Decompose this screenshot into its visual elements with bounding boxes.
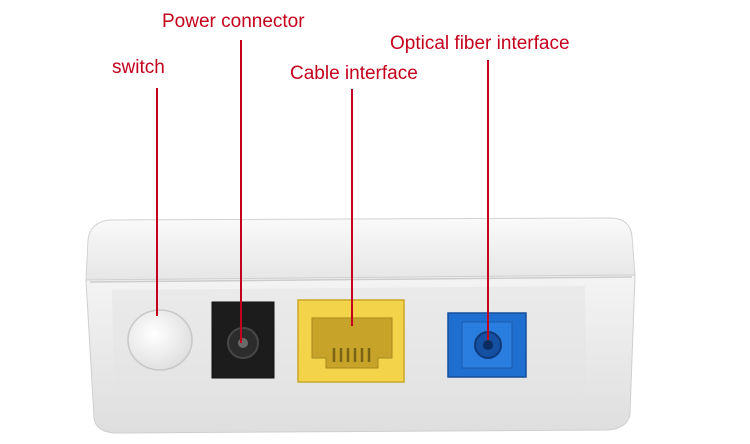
optical-fiber-port: [447, 312, 527, 378]
switch-button: [127, 309, 193, 371]
optical-fiber-interface-label: Optical fiber interface: [390, 33, 570, 54]
power-connector-label: Power connector: [162, 11, 305, 32]
cable-interface-label: Cable interface: [290, 63, 418, 84]
leader-lines: [156, 40, 489, 343]
power-connector-port: [211, 301, 275, 379]
switch-label: switch: [112, 57, 165, 78]
